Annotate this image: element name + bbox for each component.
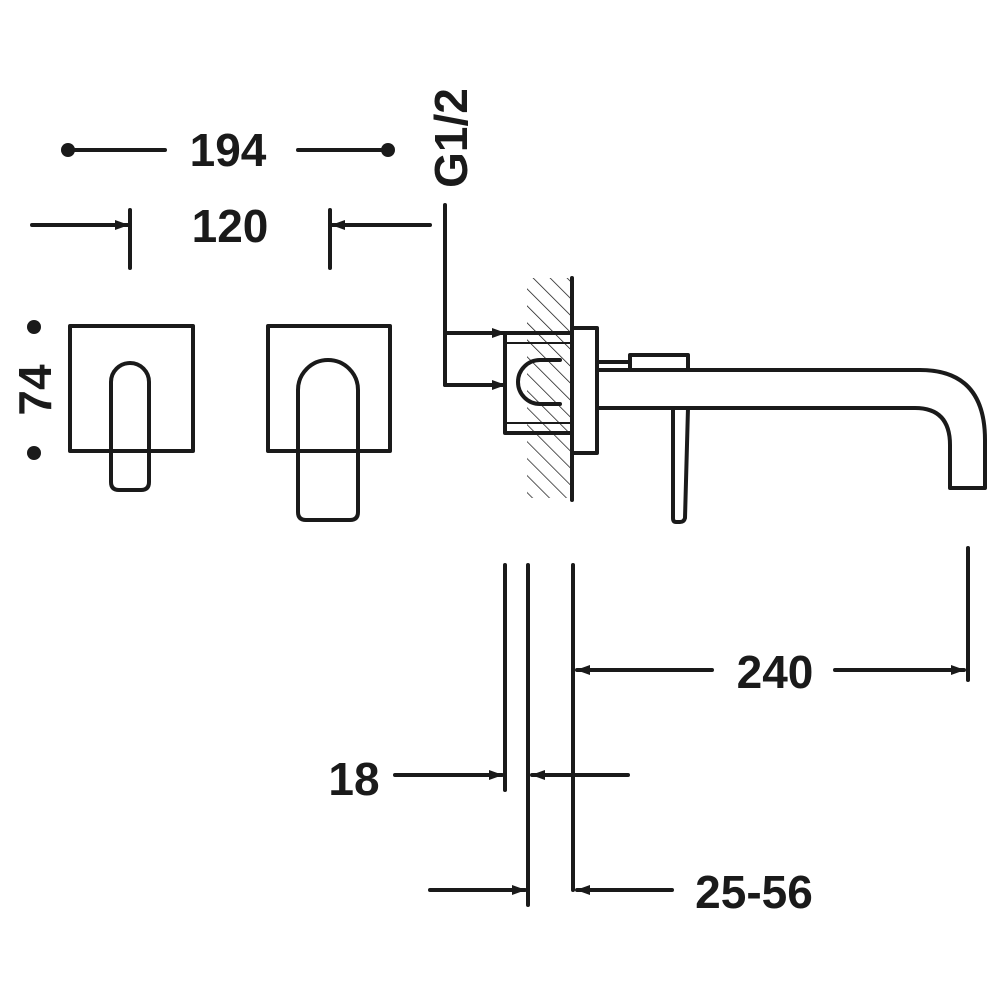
spout-side bbox=[595, 368, 987, 490]
dimension-label-74: 74 bbox=[9, 364, 61, 416]
thread-callout: G1/2 bbox=[425, 88, 507, 390]
spout-front bbox=[296, 358, 360, 522]
handle-top-block bbox=[628, 353, 690, 372]
dimension-120: 120 bbox=[30, 200, 432, 270]
dimension-25-56: 25-56 bbox=[428, 866, 813, 918]
cover-plate-side bbox=[570, 326, 599, 455]
dimension-label-240: 240 bbox=[737, 646, 814, 698]
dimension-dot-bottom bbox=[27, 446, 41, 460]
dimension-dot-right bbox=[381, 143, 395, 157]
thread-label: G1/2 bbox=[425, 88, 477, 188]
mixer-cover-plate bbox=[68, 324, 195, 453]
dimension-label-120: 120 bbox=[192, 200, 269, 252]
dimension-dot-top bbox=[27, 320, 41, 334]
front-view-spout-plate bbox=[266, 324, 392, 522]
mixer-lever-handle bbox=[109, 361, 151, 492]
handle-lever-side bbox=[671, 406, 690, 524]
spout-cover-plate bbox=[266, 324, 392, 453]
dimension-label-25-56: 25-56 bbox=[695, 866, 813, 918]
dimension-194: 194 bbox=[61, 124, 395, 176]
concealed-spout-tube bbox=[516, 358, 562, 406]
dimension-240: 240 bbox=[571, 546, 970, 892]
wall-section-hatch bbox=[527, 278, 572, 498]
dimension-18: 18 bbox=[328, 563, 630, 907]
side-view bbox=[503, 276, 987, 524]
front-view-mixer-plate bbox=[68, 324, 195, 492]
dimension-label-194: 194 bbox=[190, 124, 267, 176]
dimension-label-18: 18 bbox=[328, 753, 379, 805]
dimension-74: 74 bbox=[9, 320, 61, 460]
